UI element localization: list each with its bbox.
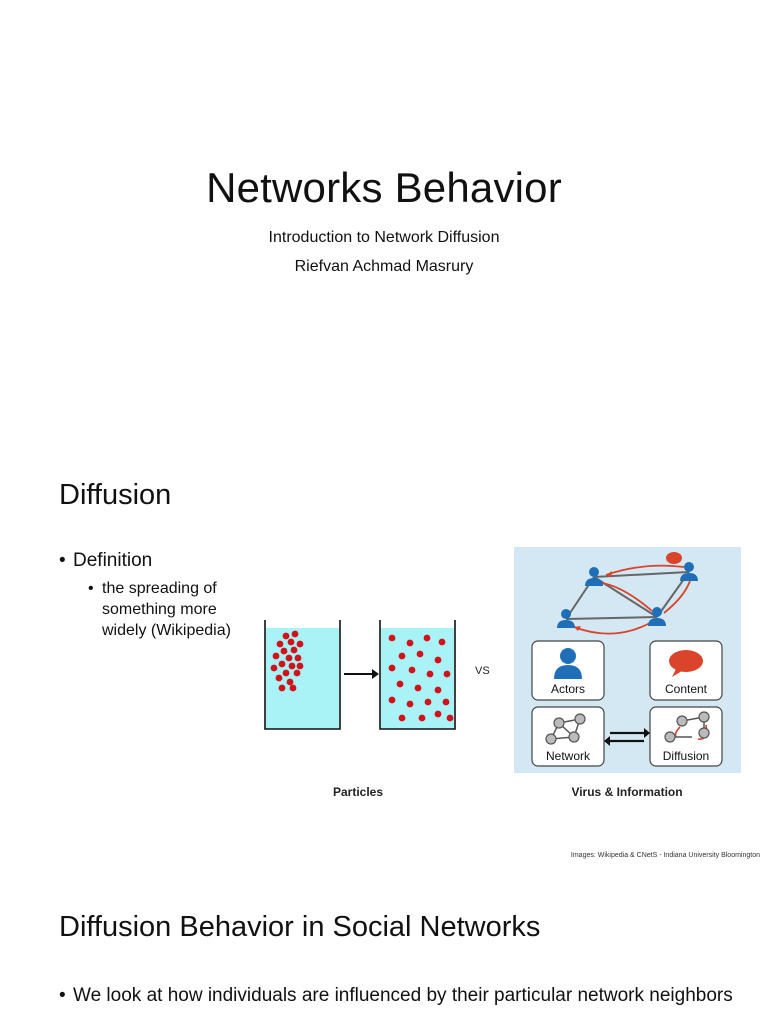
speech-bubble-icon [669, 650, 703, 672]
content-box: Content [649, 640, 723, 701]
bullet-item: • Definition [59, 550, 152, 572]
bidirectional-arrow-icon [604, 728, 650, 746]
particle-dot [418, 714, 426, 722]
particle-dot [416, 650, 424, 658]
particle-dot [388, 664, 396, 672]
network-box: Network [531, 706, 605, 767]
person-icon [557, 609, 575, 628]
particle-dot [423, 634, 431, 642]
bullet-glyph: • [88, 580, 94, 597]
particle-dot [278, 684, 286, 692]
box-label: Diffusion [663, 749, 709, 763]
particle-dot [446, 714, 454, 722]
presentation-author: Riefvan Achmad Masrury [294, 258, 474, 275]
particle-dot [438, 638, 446, 646]
box-label: Actors [551, 682, 585, 696]
particle-dot [398, 714, 406, 722]
beaker-outline [264, 620, 341, 730]
particle-dot [270, 664, 278, 672]
particle-dot [414, 684, 422, 692]
particle-dot [294, 654, 302, 662]
beaker-after [379, 620, 456, 730]
particle-dot [434, 710, 442, 718]
bullet-glyph: • [59, 985, 66, 1006]
bullet-text: the spreading of something more widely (… [102, 580, 231, 639]
diffusion-box: Diffusion [649, 706, 723, 767]
particle-dot [406, 639, 414, 647]
slide-heading: Diffusion Behavior in Social Networks [59, 911, 541, 943]
bullet-glyph: • [59, 550, 66, 571]
presentation-title: Networks Behavior [206, 164, 562, 211]
particle-diffusion-illustration [264, 620, 456, 730]
network-diffusion-diagram: Actors Content Network [514, 547, 741, 773]
particle-dot [278, 660, 286, 668]
particle-dot [296, 662, 304, 670]
beaker-before [264, 620, 341, 730]
particle-dot [296, 640, 304, 648]
person-icon [680, 562, 698, 581]
particle-dot [282, 669, 290, 677]
particle-dot [282, 632, 290, 640]
particles-clustered [270, 630, 304, 692]
particle-dot [288, 662, 296, 670]
particle-dot [424, 698, 432, 706]
particle-dot [388, 634, 396, 642]
particle-dot [408, 666, 416, 674]
particle-dot [286, 678, 294, 686]
particle-dot [443, 670, 451, 678]
particle-dot [289, 684, 297, 692]
particle-dot [293, 669, 301, 677]
social-networks-slide: Diffusion Behavior in Social Networks • … [0, 864, 768, 1024]
bullet-text: Definition [73, 550, 153, 571]
diffusion-slide: Diffusion • Definition • the spreading of… [0, 432, 768, 864]
particle-dot [406, 700, 414, 708]
particle-dot [434, 686, 442, 694]
particle-dot [396, 680, 404, 688]
particle-dot [290, 646, 298, 654]
actors-box: Actors [531, 640, 605, 701]
caption-particles: Particles [332, 785, 384, 799]
sub-bullet-item: • the spreading of something more widely… [88, 578, 238, 641]
beaker-outline [379, 620, 456, 730]
presentation-subtitle: Introduction to Network Diffusion [268, 229, 500, 246]
particle-dot [272, 652, 280, 660]
particle-dot [285, 654, 293, 662]
particle-dot [287, 638, 295, 646]
bullet-text: We look at how individuals are influence… [73, 985, 733, 1006]
particle-dot [434, 656, 442, 664]
caption-virus-information: Virus & Information [571, 785, 683, 799]
particle-dot [388, 696, 396, 704]
particles-dispersed [388, 634, 454, 722]
particle-dot [280, 647, 288, 655]
particle-dot [275, 674, 283, 682]
arrow-icon [344, 669, 379, 679]
speech-bubble-icon [666, 552, 682, 564]
image-credit: Images: Wikipedia & CNetS - Indiana Univ… [570, 852, 760, 859]
particle-dot [291, 630, 299, 638]
box-label: Content [665, 682, 708, 696]
bullet-item: • We look at how individuals are influen… [59, 984, 739, 1008]
particle-dot [398, 652, 406, 660]
box-label: Network [546, 749, 591, 763]
person-icon [648, 607, 666, 626]
people-nodes [557, 562, 698, 628]
title-slide: Networks Behavior Introduction to Networ… [0, 0, 768, 432]
slide-heading: Diffusion [59, 479, 172, 511]
particle-dot [276, 640, 284, 648]
person-icon [585, 567, 603, 586]
particle-dot [442, 698, 450, 706]
versus-label: VS [475, 665, 490, 677]
particle-dot [426, 670, 434, 678]
